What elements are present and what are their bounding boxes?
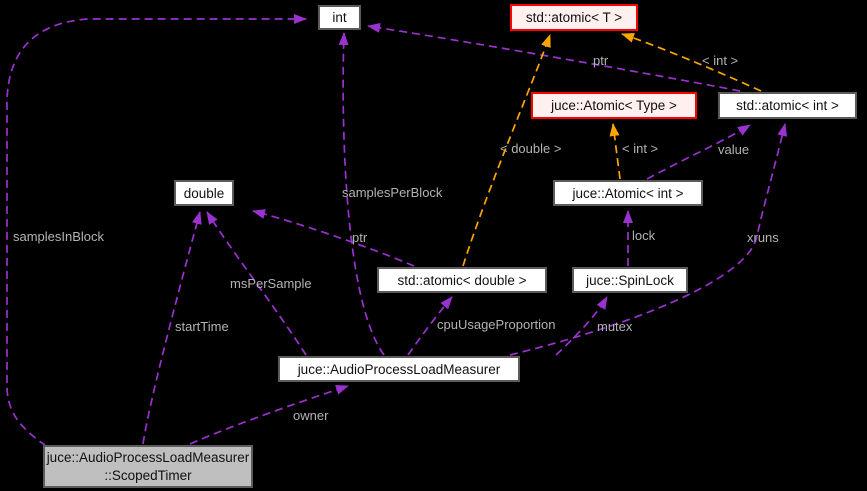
edge-template-int-top [621, 33, 762, 92]
edge-label-samplesPerBlock: samplesPerBlock [342, 185, 443, 200]
edge-startTime [142, 211, 202, 445]
edge-label-cpuUsageProportion: cpuUsageProportion [437, 317, 556, 332]
edge-label-lock: lock [632, 228, 656, 243]
scoped-timer-label-line1: juce::AudioProcessLoadMeasurer [46, 449, 250, 465]
edge-samplesPerBlock [338, 32, 385, 356]
node-std-atomic-int: std::atomic< int > [718, 92, 857, 119]
node-int: int [318, 5, 361, 30]
node-double: double [174, 180, 234, 206]
edge-value [646, 124, 751, 180]
scoped-timer-label-line2: ::ScopedTimer [104, 467, 192, 483]
edge-label-mutex: mutex [597, 319, 633, 334]
edge-msPerSample [206, 211, 307, 356]
edge-owner [189, 385, 349, 445]
edge-mutex [555, 296, 608, 356]
node-scoped-timer: juce::AudioProcessLoadMeasurer ::ScopedT… [43, 445, 253, 488]
node-juce-spinlock[interactable]: juce::SpinLock [572, 267, 688, 293]
node-juce-atomic-type[interactable]: juce::Atomic< Type > [531, 92, 697, 119]
edge-label-template-int-mid: < int > [622, 141, 659, 156]
edge-cpuUsageProportion [407, 296, 453, 356]
edge-label-value: value [718, 142, 750, 157]
edge-template-double [462, 34, 551, 267]
edge-label-ptr-top: ptr [593, 53, 609, 68]
edge-label-samplesInBlock: samplesInBlock [13, 229, 105, 244]
edge-label-ptr-mid: ptr [352, 230, 368, 245]
edge-label-owner: owner [293, 408, 329, 423]
edge-label-xruns: xruns [747, 230, 779, 245]
edge-template-int-mid [609, 123, 621, 180]
node-std-atomic-t: std::atomic< T > [510, 4, 638, 31]
node-std-atomic-double: std::atomic< double > [377, 267, 547, 293]
edge-samplesInBlock [6, 14, 307, 447]
node-juce-atomic-int[interactable]: juce::Atomic< int > [553, 180, 703, 206]
edge-label-template-double: < double > [500, 141, 562, 156]
edge-label-msPerSample: msPerSample [230, 276, 312, 291]
edge-label-template-int-top: < int > [702, 53, 739, 68]
edge-ptr-to-double [252, 209, 415, 267]
edge-label-startTime: startTime [175, 319, 229, 334]
node-audio-process-load-measurer[interactable]: juce::AudioProcessLoadMeasurer [278, 356, 520, 382]
